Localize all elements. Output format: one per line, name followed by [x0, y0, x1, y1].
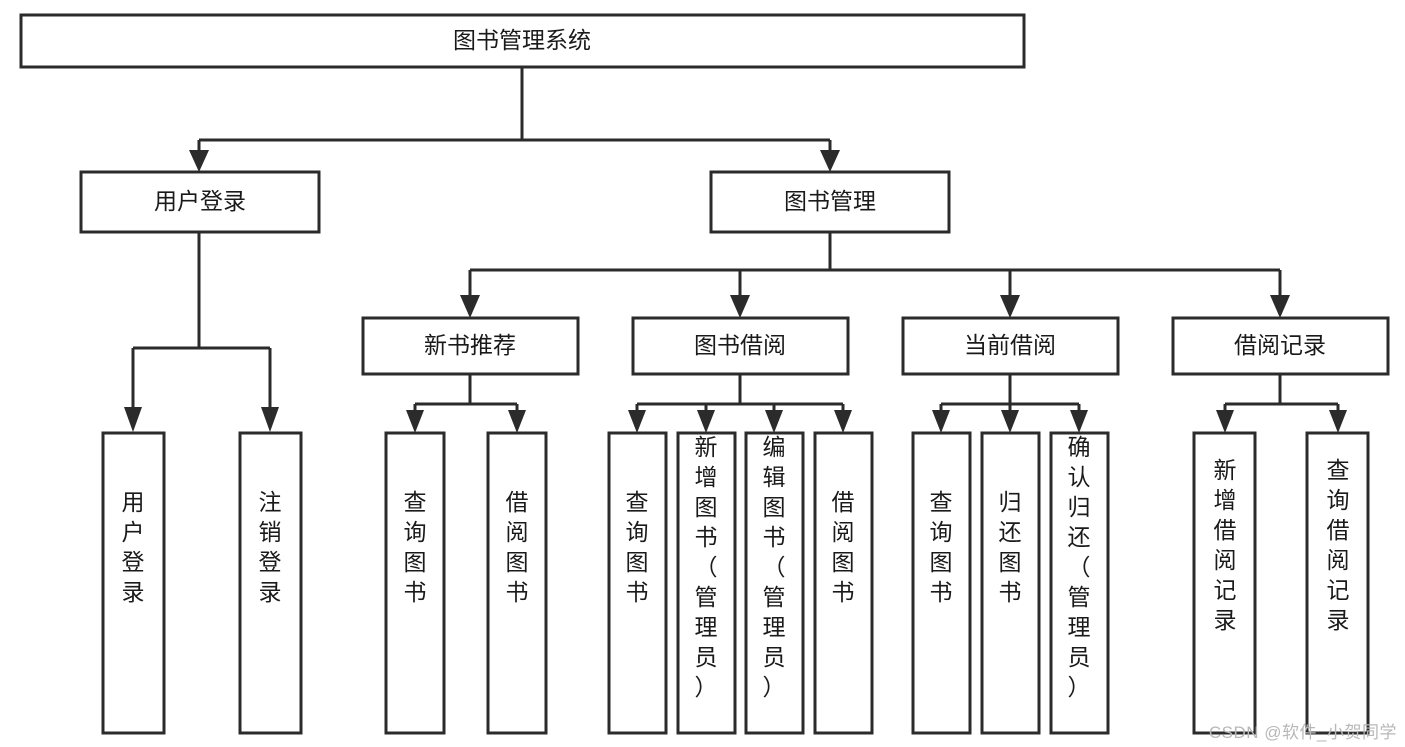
node-leaf-add-book-box[interactable]	[676, 431, 737, 735]
node-leaf-borrow-book-1-label: 借阅图书	[506, 489, 529, 605]
node-current-borrow-box[interactable]	[901, 316, 1120, 376]
arrow-head-leaf-user-login	[124, 407, 142, 432]
arrow-head-leaf-borrow-book-1	[508, 410, 526, 433]
node-leaf-edit-book[interactable]: 编辑图书（管理员）	[744, 431, 805, 735]
arrow-head-current-borrow	[1000, 295, 1020, 318]
node-new-book-rec-label: 新书推荐	[424, 332, 516, 358]
node-leaf-query-book-1[interactable]: 查询图书	[384, 431, 446, 735]
node-new-book-rec[interactable]: 新书推荐	[361, 316, 580, 376]
node-leaf-query-book-2[interactable]: 查询图书	[607, 431, 668, 735]
node-leaf-query-book-1-label: 查询图书	[404, 489, 427, 605]
node-user-login-label: 用户登录	[154, 188, 246, 214]
node-leaf-borrow-book-2-label: 借阅图书	[832, 489, 855, 605]
node-leaf-edit-book-box[interactable]	[744, 431, 805, 735]
node-leaf-add-book[interactable]: 新增图书（管理员）	[676, 431, 737, 735]
node-leaf-query-record-box[interactable]	[1305, 431, 1370, 735]
node-book-manage[interactable]: 图书管理	[709, 170, 951, 234]
node-leaf-return-book[interactable]: 归还图书	[980, 431, 1041, 735]
node-leaf-return-book-label: 归还图书	[999, 489, 1022, 605]
node-leaf-borrow-book-1[interactable]: 借阅图书	[486, 431, 548, 735]
node-leaf-query-book-3-box[interactable]	[911, 431, 972, 735]
node-book-manage-box[interactable]	[709, 170, 951, 234]
node-leaf-query-book-2-label: 查询图书	[626, 489, 649, 605]
node-leaf-edit-book-label: 编辑图书（管理员）	[763, 434, 786, 700]
arrow-head-leaf-query-record	[1329, 410, 1347, 433]
node-leaf-logout-label: 注销登录	[259, 489, 282, 605]
node-borrow-record-box[interactable]	[1171, 316, 1390, 376]
node-leaf-user-login[interactable]: 用户登录	[101, 431, 166, 735]
arrow-head-book-manage	[820, 150, 840, 172]
node-leaf-add-book-label: 新增图书（管理员）	[695, 434, 718, 700]
node-leaf-return-book-box[interactable]	[980, 431, 1041, 735]
node-root-box[interactable]	[19, 13, 1026, 69]
node-leaf-query-book-1-box[interactable]	[384, 431, 446, 735]
node-book-borrow-box[interactable]	[631, 316, 850, 376]
arrow-head-leaf-add-record	[1216, 410, 1234, 433]
node-leaf-borrow-book-2[interactable]: 借阅图书	[813, 431, 874, 735]
arrow-head-leaf-edit-book	[765, 410, 783, 433]
connectors-group	[124, 68, 1347, 433]
arrow-head-leaf-logout	[261, 407, 279, 432]
node-leaf-add-record-box[interactable]	[1192, 431, 1257, 735]
node-leaf-borrow-book-1-box[interactable]	[486, 431, 548, 735]
arrow-head-book-borrow	[730, 295, 750, 318]
arrow-head-leaf-borrow-book-2	[834, 410, 852, 433]
node-leaf-confirm-return-box[interactable]	[1049, 431, 1110, 735]
node-leaf-add-record-label: 新增借阅记录	[1214, 457, 1237, 633]
node-leaf-confirm-return-label: 确认归还（管理员）	[1068, 434, 1091, 700]
node-root-label: 图书管理系统	[453, 27, 591, 53]
node-book-borrow-label: 图书借阅	[694, 332, 786, 358]
node-leaf-query-record[interactable]: 查询借阅记录	[1305, 431, 1370, 735]
node-book-borrow[interactable]: 图书借阅	[631, 316, 850, 376]
arrow-head-leaf-query-book-3	[932, 410, 950, 433]
arrow-head-leaf-confirm-return	[1070, 410, 1088, 433]
arrow-head-leaf-add-book	[697, 410, 715, 433]
node-leaf-logout-box[interactable]	[238, 431, 303, 735]
arrow-head-leaf-return-book	[1001, 410, 1019, 433]
arrow-head-user-login	[189, 150, 209, 172]
node-new-book-rec-box[interactable]	[361, 316, 580, 376]
node-user-login[interactable]: 用户登录	[79, 170, 321, 234]
node-leaf-query-record-label: 查询借阅记录	[1327, 457, 1350, 633]
arrow-head-leaf-query-book-1	[406, 410, 424, 433]
node-current-borrow[interactable]: 当前借阅	[901, 316, 1120, 376]
node-root[interactable]: 图书管理系统	[19, 13, 1026, 69]
node-leaf-query-book-3[interactable]: 查询图书	[911, 431, 972, 735]
node-borrow-record-label: 借阅记录	[1234, 332, 1326, 358]
node-leaf-user-login-label: 用户登录	[122, 489, 145, 605]
arrow-head-leaf-query-book-2	[628, 410, 646, 433]
node-leaf-user-login-box[interactable]	[101, 431, 166, 735]
node-user-login-box[interactable]	[79, 170, 321, 234]
node-leaf-logout[interactable]: 注销登录	[238, 431, 303, 735]
arrow-head-borrow-record	[1270, 295, 1290, 318]
node-leaf-query-book-3-label: 查询图书	[930, 489, 953, 605]
node-book-manage-label: 图书管理	[784, 188, 876, 214]
node-leaf-confirm-return[interactable]: 确认归还（管理员）	[1049, 431, 1110, 735]
node-leaf-borrow-book-2-box[interactable]	[813, 431, 874, 735]
node-leaf-add-record[interactable]: 新增借阅记录	[1192, 431, 1257, 735]
arrow-head-new-book-rec	[460, 295, 480, 318]
csdn-watermark: CSDN @软件_小贺同学	[1208, 723, 1397, 742]
node-leaf-query-book-2-box[interactable]	[607, 431, 668, 735]
node-borrow-record[interactable]: 借阅记录	[1171, 316, 1390, 376]
node-current-borrow-label: 当前借阅	[964, 332, 1056, 358]
